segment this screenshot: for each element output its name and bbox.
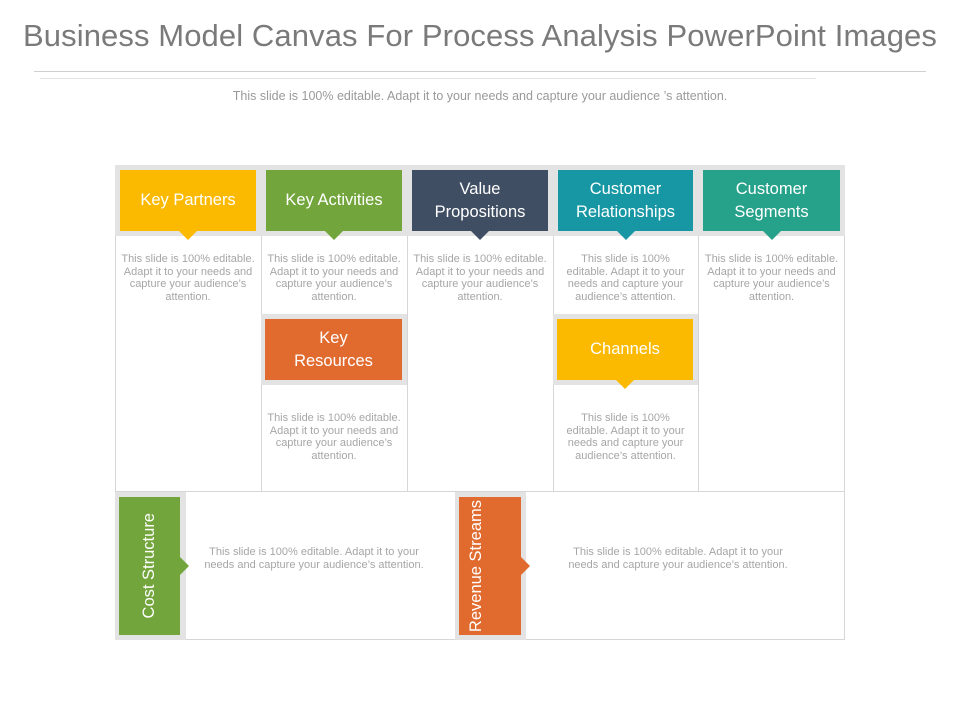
revenue-streams-description: This slide is 100% editable. Adapt it to… (568, 546, 788, 571)
revenue-streams-label: Revenue Streams (467, 499, 485, 633)
key-activities-label: Key Activities (285, 191, 383, 209)
title-divider-secondary (40, 78, 816, 79)
section-divider (115, 491, 845, 492)
customer-segments-header: Customer Segments (703, 170, 840, 240)
customer-relationships-description: This slide is 100% editable. Adapt it to… (566, 253, 685, 303)
key-resources-header: Key Resources (265, 319, 402, 380)
key-activities-header: Key Activities (266, 170, 402, 240)
key-resources-label: Key Resources (294, 328, 373, 370)
channels-header: Channels (557, 319, 693, 389)
cost-structure-description: This slide is 100% editable. Adapt it to… (204, 546, 424, 571)
key-partners-label: Key Partners (140, 191, 236, 209)
title-divider (34, 71, 926, 72)
column-divider (698, 236, 699, 491)
slide-subtitle: This slide is 100% editable. Adapt it to… (232, 89, 728, 103)
revenue-streams-header: Revenue Streams (459, 497, 530, 635)
value-propositions-description: This slide is 100% editable. Adapt it to… (413, 253, 547, 303)
customer-relationships-label: Customer Relationships (575, 179, 676, 221)
cost-structure-header: Cost Structure (119, 497, 189, 635)
customer-segments-description: This slide is 100% editable. Adapt it to… (704, 253, 839, 303)
key-partners-header: Key Partners (120, 170, 256, 240)
customer-segments-label: Customer Segments (734, 179, 809, 221)
channels-description: This slide is 100% editable. Adapt it to… (566, 412, 685, 462)
key-resources-description: This slide is 100% editable. Adapt it to… (267, 412, 401, 462)
value-propositions-header: Value Propositions (412, 170, 548, 240)
cost-structure-label: Cost Structure (140, 513, 158, 619)
value-propositions-label: Value Propositions (434, 179, 526, 221)
channels-label: Channels (590, 340, 660, 358)
column-divider (407, 236, 408, 491)
slide-title: Business Model Canvas For Process Analys… (22, 18, 937, 53)
key-activities-description: This slide is 100% editable. Adapt it to… (267, 253, 401, 303)
customer-relationships-header: Customer Relationships (558, 170, 693, 240)
key-partners-description: This slide is 100% editable. Adapt it to… (121, 253, 255, 303)
